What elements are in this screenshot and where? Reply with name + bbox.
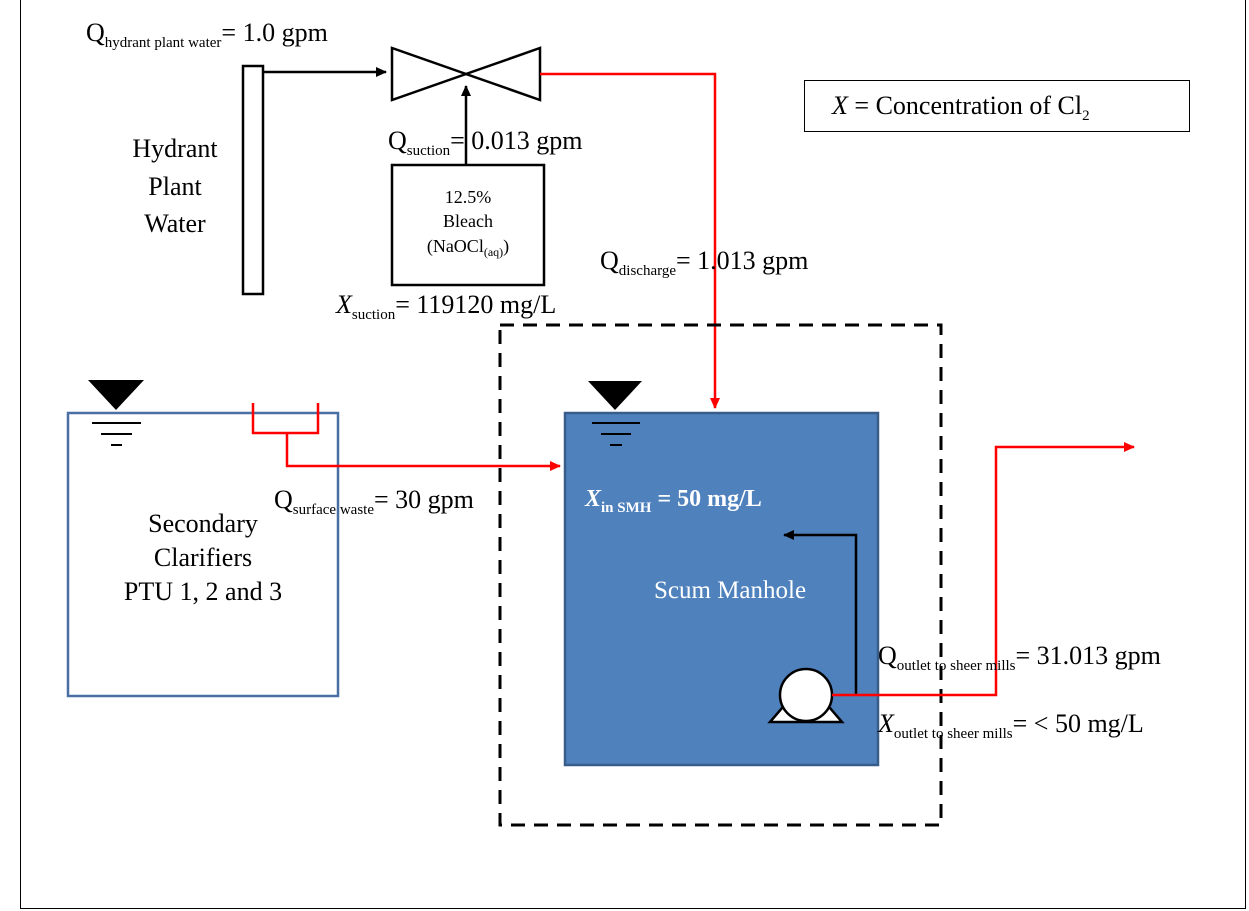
recirculation-flow-line: [783, 530, 858, 695]
surface-waste-flow-line: [285, 433, 561, 471]
legend-text: X = Concentration of Cl2: [832, 91, 1090, 124]
outlet-concentration-label: Xoutlet to sheer mills= < 50 mg/L: [878, 709, 1144, 742]
suction-flow-label: Qsuction= 0.013 gpm: [388, 126, 583, 159]
manhole-label: Scum Manhole: [654, 577, 807, 604]
clarifier-tank: [66, 411, 340, 698]
discharge-flow-label: Qdischarge= 1.013 gpm: [600, 246, 809, 279]
hydrant-flow-label: Qhydrant plant water= 1.0 gpm: [86, 18, 328, 51]
manhole-water-level-symbol: [588, 381, 642, 446]
bleach-tank: [390, 163, 546, 287]
hydrant-label: Hydrant Plant Water: [132, 134, 218, 239]
discharge-flow-line: [540, 72, 720, 409]
pump-icon: [767, 667, 845, 724]
diagram-frame: [20, 0, 1246, 909]
control-volume-boundary: [498, 323, 943, 827]
clarifier-water-level-symbol: [88, 380, 144, 446]
suction-concentration-label: Xsuction= 119120 mg/L: [336, 290, 557, 323]
clarifier-label: Secondary Clarifiers PTU 1, 2 and 3: [123, 509, 283, 606]
outlet-flow-label: Qoutlet to sheer mills= 31.013 gpm: [878, 641, 1161, 674]
outlet-flow-line: [832, 442, 1135, 697]
hydrant-pipe: [241, 64, 265, 296]
surface-waste-flow-label: Qsurface waste= 30 gpm: [274, 485, 474, 518]
eductor-valve-right: [462, 46, 542, 102]
manhole-concentration-label: Xin SMH = 50 mg/L: [585, 486, 762, 516]
eductor-valve: [390, 46, 470, 102]
legend-box: [804, 80, 1190, 132]
surface-waste-weir: [251, 403, 320, 435]
bleach-label: 12.5% Bleach (NaOCl(aq)): [426, 187, 510, 259]
